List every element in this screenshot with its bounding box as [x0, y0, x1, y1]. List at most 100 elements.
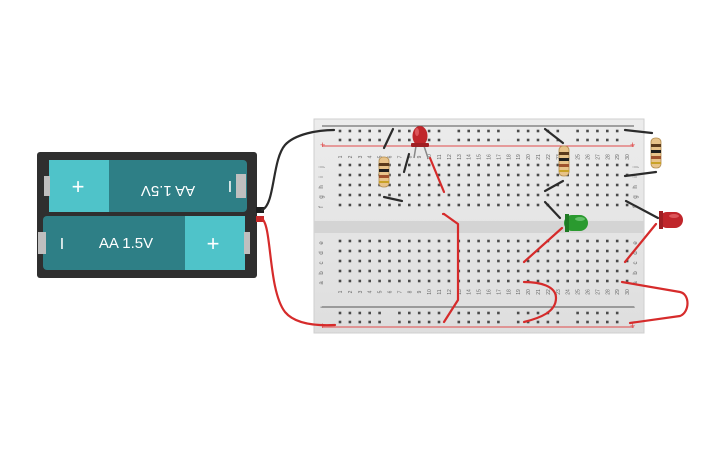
breadboard-hole[interactable]	[566, 259, 569, 263]
breadboard-hole[interactable]	[398, 320, 401, 324]
breadboard-hole[interactable]	[507, 249, 510, 253]
breadboard-hole[interactable]	[388, 269, 391, 273]
breadboard-hole[interactable]	[497, 138, 500, 142]
breadboard-hole[interactable]	[606, 193, 609, 197]
breadboard-hole[interactable]	[437, 203, 441, 207]
breadboard-hole[interactable]	[507, 163, 510, 167]
breadboard-hole[interactable]	[467, 183, 470, 187]
breadboard-hole[interactable]	[427, 173, 431, 177]
breadboard-hole[interactable]	[497, 129, 500, 133]
breadboard-hole[interactable]	[596, 249, 599, 253]
breadboard-hole[interactable]	[358, 249, 362, 253]
breadboard-hole[interactable]	[437, 311, 441, 315]
breadboard-hole[interactable]	[586, 311, 589, 315]
breadboard-hole[interactable]	[477, 269, 480, 273]
breadboard-hole[interactable]	[556, 129, 560, 133]
breadboard-hole[interactable]	[526, 183, 530, 187]
breadboard-hole[interactable]	[586, 138, 589, 142]
breadboard-hole[interactable]	[497, 269, 500, 273]
breadboard-hole[interactable]	[427, 311, 431, 315]
breadboard-hole[interactable]	[348, 183, 352, 187]
breadboard-hole[interactable]	[516, 138, 520, 142]
breadboard-hole[interactable]	[408, 173, 411, 177]
breadboard-hole[interactable]	[388, 203, 391, 207]
breadboard-hole[interactable]	[477, 183, 480, 187]
breadboard-hole[interactable]	[368, 239, 371, 243]
breadboard-hole[interactable]	[606, 173, 609, 177]
breadboard-hole[interactable]	[516, 269, 520, 273]
breadboard-hole[interactable]	[437, 138, 441, 142]
breadboard-hole[interactable]	[556, 173, 560, 177]
breadboard-hole[interactable]	[437, 239, 441, 243]
breadboard-hole[interactable]	[516, 203, 520, 207]
breadboard-hole[interactable]	[546, 173, 550, 177]
breadboard-hole[interactable]	[566, 249, 569, 253]
green-led[interactable]	[564, 214, 588, 232]
breadboard-hole[interactable]	[447, 249, 451, 253]
breadboard-hole[interactable]	[447, 269, 451, 273]
breadboard-hole[interactable]	[556, 259, 560, 263]
breadboard-hole[interactable]	[338, 259, 342, 263]
breadboard-hole[interactable]	[437, 163, 441, 167]
breadboard-hole[interactable]	[615, 239, 619, 243]
breadboard-hole[interactable]	[596, 193, 599, 197]
wire-black-right-resistor-top[interactable]	[623, 128, 654, 135]
breadboard-hole[interactable]	[556, 269, 560, 273]
breadboard-hole[interactable]	[348, 279, 352, 283]
wire-red-battery-to-bottom-rail[interactable]	[260, 217, 337, 327]
breadboard-hole[interactable]	[596, 173, 599, 177]
resistor-left[interactable]	[378, 156, 390, 188]
breadboard-hole[interactable]	[625, 249, 629, 253]
breadboard-hole[interactable]	[358, 138, 362, 142]
wire-black-mid-resistor-bottom[interactable]	[543, 179, 565, 193]
breadboard-hole[interactable]	[596, 138, 599, 142]
breadboard-hole[interactable]	[427, 129, 431, 133]
breadboard-hole[interactable]	[516, 320, 520, 324]
breadboard-hole[interactable]	[596, 183, 599, 187]
breadboard-hole[interactable]	[536, 259, 540, 263]
breadboard-hole[interactable]	[338, 163, 342, 167]
breadboard-hole[interactable]	[546, 259, 550, 263]
breadboard-hole[interactable]	[338, 138, 342, 142]
breadboard-hole[interactable]	[467, 269, 470, 273]
breadboard-hole[interactable]	[477, 259, 480, 263]
breadboard-hole[interactable]	[576, 173, 579, 177]
breadboard-hole[interactable]	[615, 193, 619, 197]
breadboard-hole[interactable]	[368, 279, 371, 283]
red-led-right[interactable]	[659, 211, 683, 229]
breadboard-hole[interactable]	[556, 311, 560, 315]
breadboard-hole[interactable]	[368, 193, 371, 197]
breadboard-hole[interactable]	[427, 259, 431, 263]
breadboard-hole[interactable]	[576, 193, 579, 197]
breadboard-hole[interactable]	[368, 269, 371, 273]
breadboard-hole[interactable]	[546, 249, 550, 253]
breadboard-hole[interactable]	[516, 129, 520, 133]
breadboard-hole[interactable]	[625, 203, 629, 207]
breadboard-hole[interactable]	[388, 163, 391, 167]
breadboard-hole[interactable]	[615, 279, 619, 283]
breadboard-hole[interactable]	[417, 173, 421, 177]
wire-red-right-loop[interactable]	[620, 280, 689, 325]
breadboard-hole[interactable]	[615, 259, 619, 263]
breadboard-hole[interactable]	[615, 311, 619, 315]
breadboard-hole[interactable]	[388, 259, 391, 263]
breadboard-hole[interactable]	[576, 163, 579, 167]
breadboard-hole[interactable]	[427, 269, 431, 273]
breadboard-hole[interactable]	[487, 129, 490, 133]
breadboard-hole[interactable]	[408, 279, 411, 283]
breadboard-hole[interactable]	[457, 320, 461, 324]
breadboard-hole[interactable]	[615, 163, 619, 167]
breadboard-hole[interactable]	[556, 163, 560, 167]
breadboard-hole[interactable]	[625, 183, 629, 187]
breadboard-hole[interactable]	[358, 183, 362, 187]
breadboard-hole[interactable]	[566, 203, 569, 207]
breadboard-hole[interactable]	[606, 163, 609, 167]
breadboard-hole[interactable]	[417, 239, 421, 243]
breadboard-hole[interactable]	[536, 279, 540, 283]
breadboard-hole[interactable]	[576, 129, 579, 133]
breadboard-hole[interactable]	[497, 203, 500, 207]
breadboard-hole[interactable]	[586, 269, 589, 273]
breadboard-hole[interactable]	[586, 279, 589, 283]
resistor-middle[interactable]	[558, 145, 570, 177]
breadboard-hole[interactable]	[477, 129, 480, 133]
